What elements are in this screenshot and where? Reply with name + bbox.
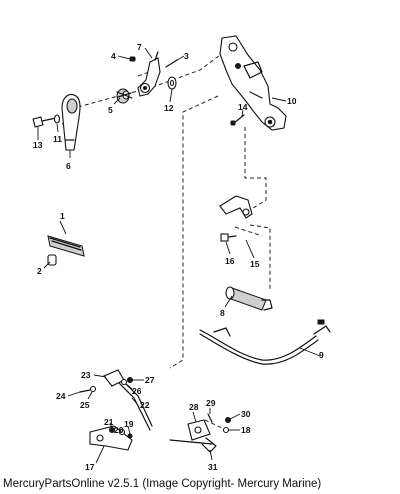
- part-24-screw: [79, 389, 91, 393]
- part-2-clip: [47, 254, 57, 266]
- callout-25: 25: [80, 400, 90, 410]
- part-6-curved-bracket: [61, 93, 81, 151]
- part-18-washer: [222, 426, 230, 434]
- callout-20: 20: [114, 425, 124, 435]
- part-16-bolt: [220, 233, 237, 242]
- part-23-link-bracket: [103, 369, 125, 387]
- callout-15: 15: [250, 259, 260, 269]
- callout-16: 16: [225, 256, 235, 266]
- part-31-barrel: [169, 437, 217, 453]
- copyright-caption: MercuryPartsOnline v2.5.1 (Image Copyrig…: [3, 478, 322, 490]
- callout-12: 12: [164, 103, 174, 113]
- callout-22: 22: [140, 400, 150, 410]
- part-30-nut: [225, 417, 231, 423]
- part-12-washer: [167, 76, 177, 90]
- callout-28: 28: [189, 402, 199, 412]
- callout-8: 8: [220, 308, 225, 318]
- part-26-washer: [120, 378, 128, 386]
- part-15-bracket: [219, 195, 253, 219]
- callout-19: 19: [124, 419, 134, 429]
- callout-21: 21: [104, 417, 114, 427]
- part-5-spring: [116, 88, 133, 104]
- part-8-grip: [225, 286, 273, 311]
- part-29-screw: [207, 413, 213, 423]
- callout-29: 29: [206, 398, 216, 408]
- callout-30: 30: [241, 409, 251, 419]
- part-25-washer: [89, 385, 97, 393]
- part-7-lever-arm: [137, 51, 161, 97]
- part-20-21-19-pivot-hardware: [109, 427, 133, 439]
- callout-5: 5: [108, 105, 113, 115]
- callout-7: 7: [137, 42, 142, 52]
- part-9-cable: [199, 319, 331, 365]
- callout-27: 27: [145, 375, 155, 385]
- callout-18: 18: [241, 425, 251, 435]
- exploded-parts-diagram: 1 2 3 4 5 6 7 8 9 10 11 12 13 14 15 16 1…: [32, 35, 331, 472]
- callout-31: 31: [208, 462, 218, 472]
- part-11-washer: [53, 114, 61, 124]
- part-27-nut: [127, 377, 133, 383]
- callout-24: 24: [56, 391, 66, 401]
- callout-26: 26: [132, 386, 142, 396]
- callout-6: 6: [66, 161, 71, 171]
- callout-3: 3: [184, 51, 189, 61]
- callout-4: 4: [111, 51, 116, 61]
- callout-1: 1: [60, 211, 65, 221]
- callout-10: 10: [287, 96, 297, 106]
- callout-numbers: 1 2 3 4 5 6 7 8 9 10 11 12 13 14 15 16 1…: [33, 42, 324, 472]
- part-1-pad: [47, 235, 85, 257]
- part-14-screw: [230, 114, 245, 126]
- callout-14: 14: [238, 102, 248, 112]
- part-13-bolt: [32, 116, 57, 128]
- callout-9: 9: [319, 350, 324, 360]
- callout-13: 13: [33, 140, 43, 150]
- part-28-anchor-bracket: [187, 419, 211, 441]
- callout-2: 2: [37, 266, 42, 276]
- callout-23: 23: [81, 370, 91, 380]
- part-4-nut: [129, 56, 136, 62]
- callout-17: 17: [85, 462, 95, 472]
- callout-11: 11: [53, 134, 62, 144]
- callout-leaders: [37, 47, 321, 464]
- part-10-bracket-plate: [219, 35, 287, 131]
